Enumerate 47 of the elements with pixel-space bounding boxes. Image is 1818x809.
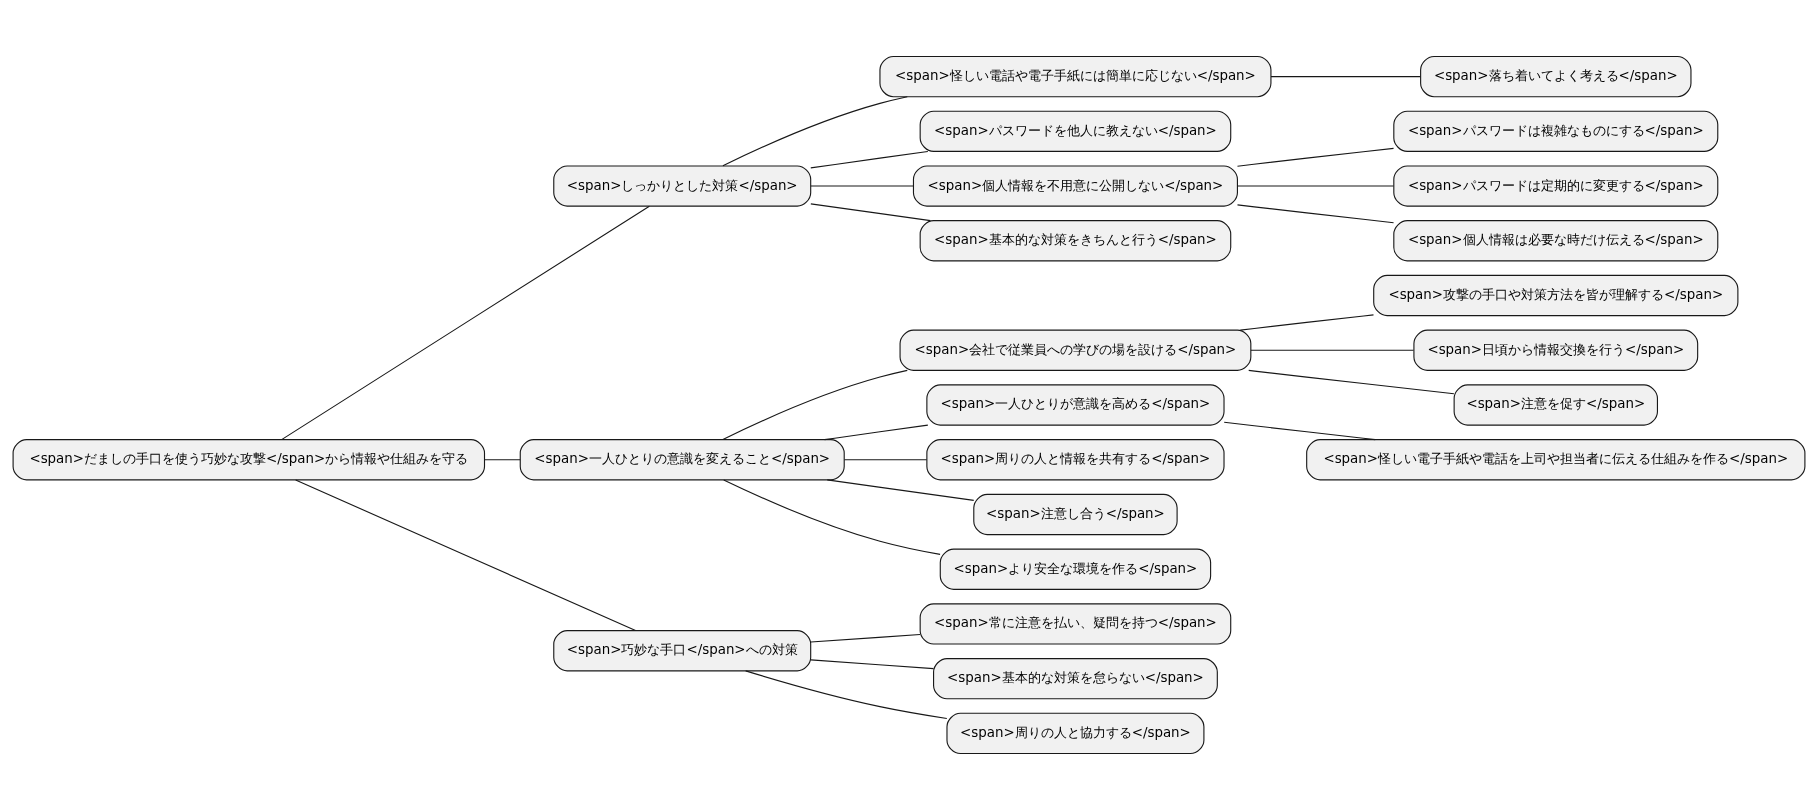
- connector: [1239, 313, 1375, 331]
- node-box: <span>しっかりとした対策</span>: [553, 164, 812, 207]
- node-box: <span>落ち着いてよく考える</span>: [1420, 55, 1692, 97]
- node-box: <span>怪しい電話や電子手紙には簡単に応じない</span>: [879, 55, 1272, 97]
- connector: [810, 185, 915, 187]
- connector: [1270, 75, 1421, 77]
- connector: [824, 424, 929, 440]
- node-box: <span>パスワードを他人に教えない</span>: [919, 110, 1232, 152]
- node-box: <span>パスワードは定期的に変更する</span>: [1393, 164, 1719, 207]
- node-box: <span>パスワードは複雑なものにする</span>: [1393, 110, 1719, 152]
- node-box: <span>怪しい電子手紙や電話を上司や担当者に伝える仕組みを作る</span>: [1306, 438, 1806, 480]
- node-box: <span>一人ひとりの意識を変えること</span>: [519, 438, 845, 480]
- node-box: <span>注意を促す</span>: [1453, 383, 1658, 426]
- connector: [810, 658, 935, 669]
- connector: [1236, 203, 1395, 223]
- connector: [295, 478, 637, 631]
- connector: [281, 205, 650, 440]
- connector: [810, 202, 931, 221]
- node-box: <span>基本的な対策をきちんと行う</span>: [919, 219, 1232, 261]
- node-box: <span>攻撃の手口や対策方法を皆が理解する</span>: [1373, 274, 1739, 316]
- node-box: <span>一人ひとりが意識を高める</span>: [926, 383, 1225, 426]
- connector: [1236, 147, 1395, 167]
- connector: [1223, 421, 1376, 440]
- node-box: <span>注意し合う</span>: [973, 493, 1178, 535]
- connector: [810, 633, 921, 643]
- connector: [810, 150, 929, 168]
- node-box: <span>だましの手口を使う巧妙な攻撃</span>から情報や仕組みを守る: [12, 438, 486, 480]
- connector: [722, 369, 908, 440]
- node-box: <span>会社で従業員への学びの場を設ける</span>: [899, 329, 1252, 371]
- connector: [1236, 185, 1395, 187]
- connector: [1250, 349, 1415, 351]
- connector: [722, 95, 908, 166]
- node-box: <span>日頃から情報交換を行う</span>: [1413, 329, 1699, 371]
- node-box: <span>周りの人と情報を共有する</span>: [926, 438, 1225, 480]
- connector: [723, 478, 941, 555]
- connector: [745, 669, 948, 719]
- node-box: <span>個人情報は必要な時だけ伝える</span>: [1393, 219, 1719, 261]
- node-box: <span>巧妙な手口</span>への対策: [553, 629, 812, 671]
- node-box: <span>基本的な対策を怠らない</span>: [933, 657, 1218, 699]
- node-box: <span>より安全な環境を作る</span>: [939, 548, 1212, 590]
- node-box: <span>個人情報を不用意に公開しない</span>: [912, 164, 1238, 207]
- connector: [826, 478, 975, 501]
- node-box: <span>常に注意を払い、疑問を持つ</span>: [919, 602, 1232, 645]
- connector: [843, 458, 928, 460]
- connector: [484, 458, 521, 460]
- connector: [1248, 369, 1455, 394]
- node-box: <span>周りの人と協力する</span>: [946, 712, 1205, 754]
